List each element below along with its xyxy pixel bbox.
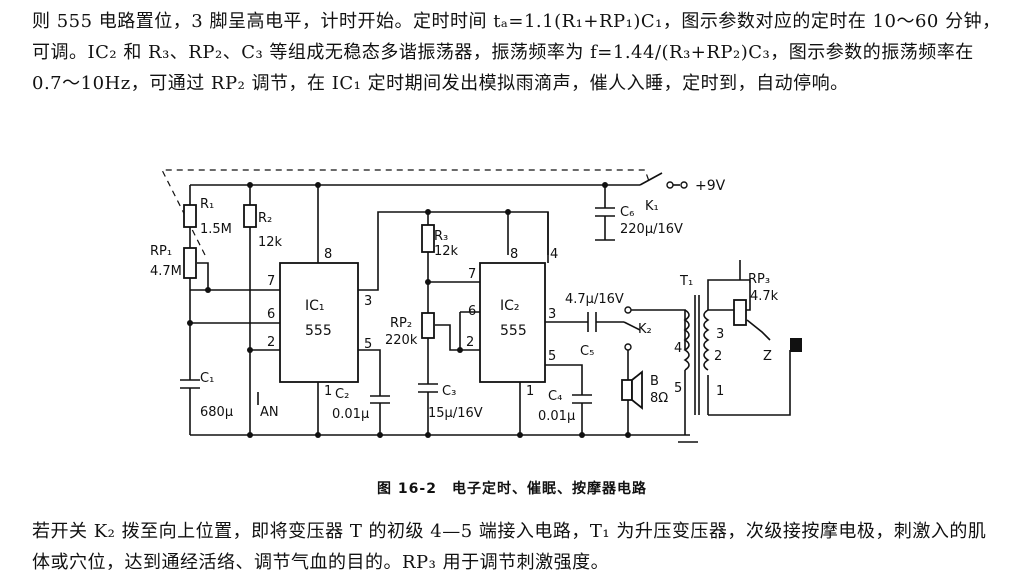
t1-label: T₁: [679, 274, 693, 289]
supply-terminal: [680, 181, 688, 189]
c3-label: C₃: [442, 384, 456, 399]
body-paragraph-top: 则 555 电路置位，3 脚呈高电平，计时开始。定时时间 tₐ=1.1(R₁+R…: [32, 11, 1001, 94]
ic1-chip: [279, 262, 359, 383]
k1-contact: [666, 181, 674, 189]
pin-label: 1: [716, 384, 724, 399]
speaker-value: 8Ω: [650, 391, 668, 406]
pin-label: 2: [267, 335, 275, 350]
ic2-type: 555: [500, 323, 527, 339]
c3-value: 15μ/16V: [428, 406, 483, 421]
r2-label: R₂: [258, 211, 272, 226]
k2-label: K₂: [638, 322, 652, 337]
k2-contact-lower: [624, 343, 632, 351]
rp2-value: 220k: [385, 333, 418, 348]
r3-label: R₃: [434, 229, 448, 244]
pin-label: 5: [364, 337, 372, 352]
c2-label: C₂: [335, 387, 349, 402]
pin-label: 8: [510, 247, 518, 262]
electrode-z-label: Z: [763, 349, 772, 364]
pin-label: 8: [324, 247, 332, 262]
pin-label: 1: [324, 384, 332, 399]
speaker-label: B: [650, 374, 659, 389]
supply-label: +9V: [695, 178, 726, 194]
rp3-label: RP₃: [748, 272, 770, 287]
an-label: AN: [260, 405, 279, 420]
c4-capacitor: [572, 394, 592, 404]
pin-label: 3: [716, 327, 724, 342]
rp1-value: 4.7M: [150, 264, 182, 279]
k2-contact-upper: [624, 306, 632, 314]
rp3-potentiometer: [733, 299, 747, 326]
ic2-label: IC₂: [500, 298, 520, 314]
c5-value: 4.7μ/16V: [565, 292, 624, 307]
transformer-t1: [683, 295, 710, 415]
ic1-label: IC₁: [305, 298, 325, 314]
pin-label: 4: [674, 341, 682, 356]
c2-capacitor: [370, 395, 390, 404]
pin-label: 3: [548, 307, 556, 322]
pin-label: 1: [526, 384, 534, 399]
figure-caption: 图 16-2 电子定时、催眠、按摩器电路: [377, 481, 647, 497]
rp2-potentiometer: [421, 312, 435, 339]
pin-label: 3: [364, 294, 372, 309]
r2-value: 12k: [258, 235, 283, 250]
c6-capacitor: [595, 207, 615, 217]
wiring: [161, 169, 800, 443]
c5-capacitor: [587, 312, 597, 332]
rp1-potentiometer: [183, 247, 197, 279]
c1-value: 680μ: [200, 405, 233, 420]
electrode-icon: [790, 338, 802, 352]
rp1-label: RP₁: [150, 244, 172, 259]
r1-resistor: [183, 204, 197, 228]
r1-value: 1.5M: [200, 222, 232, 237]
c5-label: C₅: [580, 344, 594, 359]
c2-value: 0.01μ: [332, 407, 369, 422]
c3-capacitor: [418, 383, 438, 393]
pin-label: 7: [468, 267, 476, 282]
body-paragraph-bottom: 若开关 K₂ 拨至向上位置，即将变压器 T 的初级 4—5 端接入电路，T₁ 为…: [32, 521, 987, 573]
c1-label: C₁: [200, 371, 214, 386]
ic1-type: 555: [305, 323, 332, 339]
pin-label: 5: [674, 381, 682, 396]
pin-numbers: 7 6 2 8 3 5 1 7 6 2 8 4 3 5 1 3 2 1 4 5: [267, 247, 724, 399]
r3-resistor: [421, 224, 435, 253]
pin-label: 2: [714, 349, 722, 364]
rp2-label: RP₂: [390, 316, 412, 331]
c6-value: 220μ/16V: [620, 222, 683, 237]
rp3-value: 4.7k: [750, 289, 779, 304]
pin-label: 5: [548, 349, 556, 364]
junction-dots: [187, 182, 631, 438]
c1-capacitor: [180, 379, 200, 389]
pin-label: 2: [466, 335, 474, 350]
c4-value: 0.01μ: [538, 409, 575, 424]
pin-label: 7: [267, 274, 275, 289]
circuit-diagram: R₁ 1.5M R₂ 12k RP₁ 4.7M C₁ 680μ AN IC₁ 5…: [150, 169, 802, 443]
pin-label: 4: [550, 247, 558, 262]
c6-label: C₆: [620, 205, 634, 220]
speaker-icon: [621, 370, 643, 410]
r1-label: R₁: [200, 197, 214, 212]
pin-label: 6: [468, 304, 476, 319]
r3-value: 12k: [434, 244, 459, 259]
c4-label: C₄: [548, 389, 562, 404]
r2-resistor: [243, 204, 257, 228]
k1-label: K₁: [645, 199, 659, 214]
pin-label: 6: [267, 307, 275, 322]
ic2-chip: [479, 262, 546, 383]
